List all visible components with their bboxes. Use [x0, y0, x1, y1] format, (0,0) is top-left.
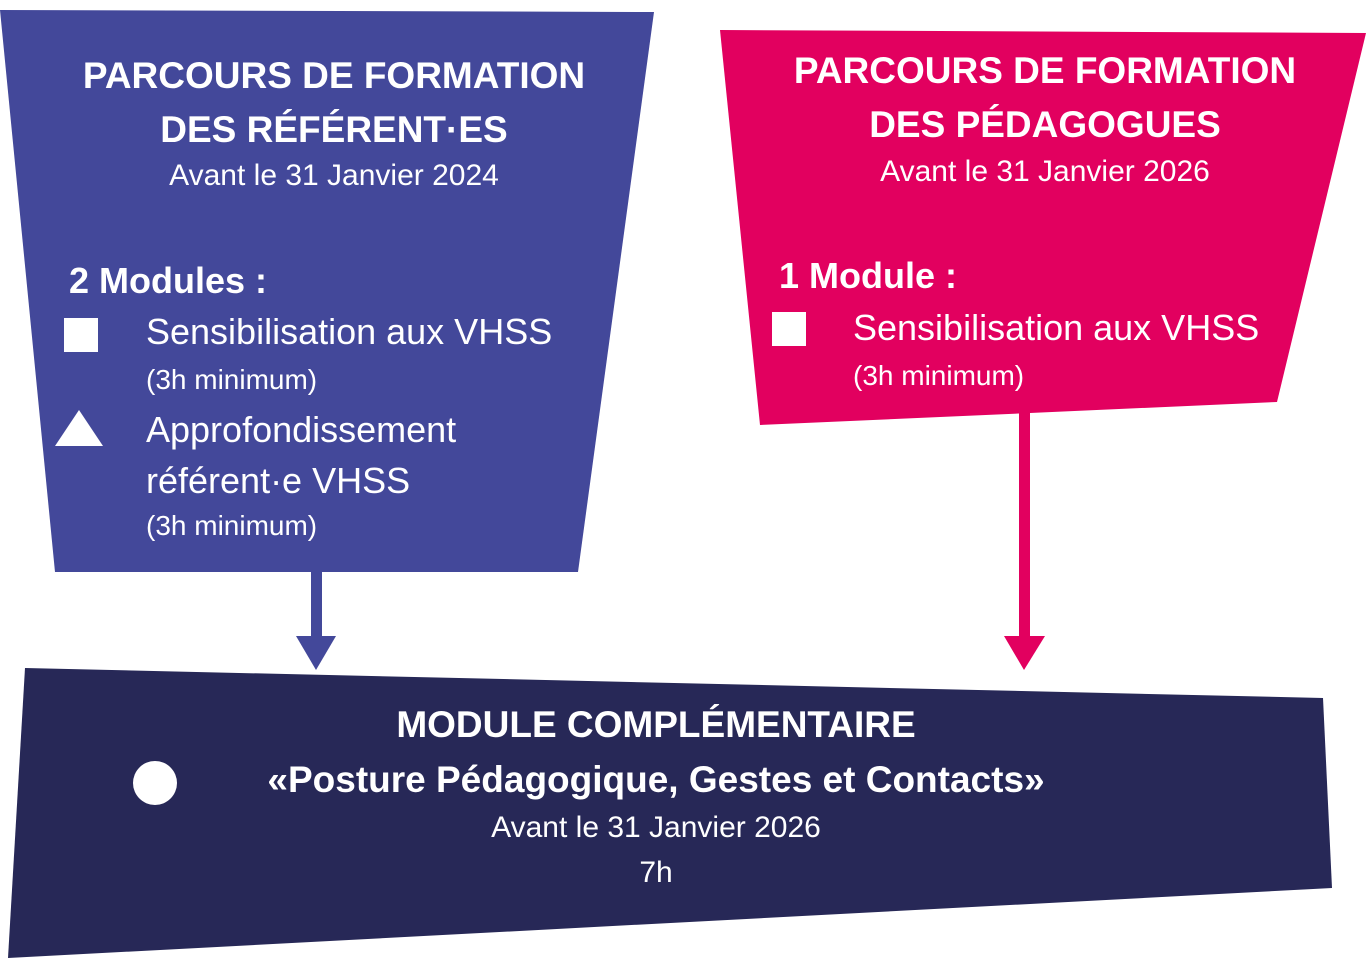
referents-box — [0, 10, 654, 572]
pedagogues-modules-heading: 1 Module : — [779, 255, 957, 296]
pedagogues-module-1-duration: (3h minimum) — [853, 360, 1025, 391]
complementaire-title: MODULE COMPLÉMENTAIRE — [396, 704, 916, 745]
pedagogues-module-1-label: Sensibilisation aux VHSS — [853, 307, 1260, 348]
pedagogues-arrow — [1004, 412, 1045, 670]
square-icon — [64, 318, 98, 352]
referents-module-2-duration: (3h minimum) — [146, 510, 318, 541]
referents-module-1-label: Sensibilisation aux VHSS — [146, 311, 553, 352]
referents-module-2-label-line1: Approfondissement — [146, 409, 457, 450]
referents-deadline: Avant le 31 Janvier 2024 — [169, 159, 499, 192]
pedagogues-title-line1: PARCOURS DE FORMATION — [793, 50, 1297, 91]
referents-module-1-duration: (3h minimum) — [146, 364, 318, 395]
pedagogues-deadline: Avant le 31 Janvier 2026 — [880, 155, 1210, 188]
referents-module-2-label-line2: référent·e VHSS — [146, 460, 411, 501]
complementaire-duration: 7h — [639, 856, 673, 889]
referents-title-line1: PARCOURS DE FORMATION — [82, 55, 586, 96]
triangle-icon — [55, 410, 103, 446]
square-icon — [772, 312, 806, 346]
referents-title-line2: DES RÉFÉRENT·ES — [160, 109, 508, 150]
complementaire-deadline: Avant le 31 Janvier 2026 — [491, 811, 821, 844]
pedagogues-box — [720, 30, 1366, 425]
referents-arrow — [296, 572, 336, 670]
pedagogues-title-line2: DES PÉDAGOGUES — [869, 104, 1221, 145]
referents-modules-heading: 2 Modules : — [69, 260, 268, 301]
complementaire-subtitle: «Posture Pédagogique, Gestes et Contacts… — [267, 759, 1045, 800]
circle-icon — [133, 761, 177, 805]
complementaire-box — [8, 668, 1332, 958]
